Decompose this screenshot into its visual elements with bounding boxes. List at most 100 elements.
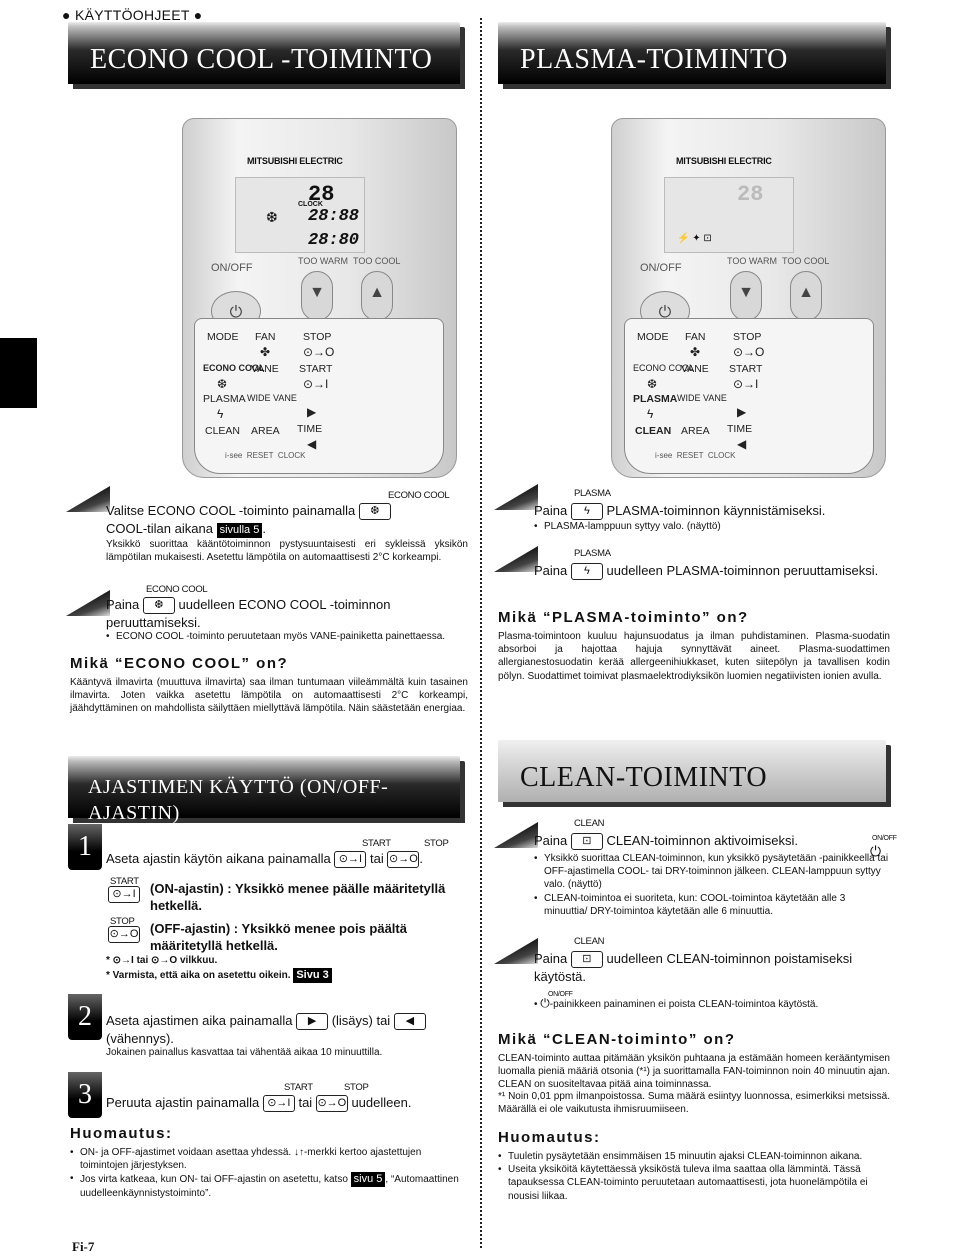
isee-label: i-see <box>655 451 673 460</box>
clean-huom-list: Tuuletin pysäytetään ensimmäisen 15 minu… <box>498 1150 890 1203</box>
fan-icon: ✤ <box>260 345 271 359</box>
reset-label: RESET <box>246 451 274 460</box>
econo-cool-key: ❆ <box>142 597 175 615</box>
clean-what-heading: Mikä “CLEAN-toiminto” on? <box>498 1031 736 1048</box>
step-number: 2 <box>68 994 102 1040</box>
remote-brand: MITSUBISHI ELECTRIC <box>676 156 772 166</box>
clean-step1-bullet: Yksikkö suorittaa CLEAN-toiminnon, kun y… <box>534 852 890 892</box>
plasma-icon: ϟ <box>647 407 654 421</box>
econo-banner: ECONO COOL -TOIMINTO <box>68 22 460 84</box>
plasma-label: PLASMA <box>633 393 678 405</box>
manual-header: ● KÄYTTÖOHJEET ● <box>62 7 203 23</box>
wide-vane-label: WIDE VANE <box>677 393 727 403</box>
remote-lcd: 28 ⚡ ✦ ⊡ <box>664 177 794 253</box>
wide-vane-label: WIDE VANE <box>247 393 297 403</box>
clean-key: ⊡ <box>570 951 603 969</box>
lcd-clock-label: CLOCK <box>298 201 323 208</box>
page-ref-badge: sivulla 5 <box>216 523 263 538</box>
plasma-what-heading: Mikä “PLASMA-toiminto” on? <box>498 609 749 626</box>
onoff-label: ON/OFF <box>640 262 682 274</box>
clean-label: CLEAN <box>635 425 672 437</box>
arrow-up-icon: ▲ <box>369 284 385 301</box>
time-down-icon: ◀ <box>737 437 747 451</box>
column-divider <box>480 18 482 1248</box>
timer-banner: AJASTIMEN KÄYTTÖ (ON/OFF-AJASTIN) <box>68 756 460 824</box>
step-marker <box>494 822 538 848</box>
temp-up-button[interactable]: ▲ <box>790 271 822 321</box>
check-text: * Varmista, että aika on asetettu oikein… <box>106 970 291 981</box>
econo-banner-title: ECONO COOL -TOIMINTO <box>90 44 433 75</box>
timer-on-icon: ⊙→I <box>303 377 329 391</box>
temp-up-button[interactable]: ▲ <box>361 271 393 321</box>
step-marker <box>66 590 110 616</box>
econo-step1-line1: Valitse ECONO COOL -toiminto painamalla <box>106 503 356 518</box>
isee-label: i-see <box>225 451 243 460</box>
time-up-icon: ▶ <box>737 405 747 419</box>
plasma-step2-text: Paina ϟ uudelleen PLASMA-toiminnon peruu… <box>534 562 894 581</box>
temp-down-button[interactable]: ▼ <box>730 271 762 321</box>
vane-label: VANE <box>681 363 709 375</box>
timer-huom-heading: Huomautus: <box>70 1125 173 1142</box>
plus-label: (lisäys) tai <box>331 1013 391 1028</box>
huom2-post: , “Automaattinen uudelleenkäynnistystoim… <box>80 1174 459 1199</box>
too-cool-label: TOO COOL <box>353 256 401 266</box>
clean-step2-body: uudelleen CLEAN-toiminnon poistamiseksi … <box>534 951 853 985</box>
timer-check-note: * Varmista, että aika on asetettu oikein… <box>106 968 332 983</box>
timer-off-key: ⊙→O <box>387 851 420 869</box>
timer-step1-pre: Aseta ajastin käytön aikana painamalla <box>106 851 331 866</box>
period: . <box>419 851 423 866</box>
plasma-key-label: PLASMA <box>574 488 611 499</box>
plasma-label: PLASMA <box>203 393 246 405</box>
paina-label: Paina <box>106 597 140 612</box>
tai-label: tai <box>370 851 384 866</box>
econo-label: ECONO COOL <box>203 363 265 373</box>
clean-key-label: CLEAN <box>574 936 605 947</box>
start-key-label: START <box>362 838 391 849</box>
econo-what-text: Kääntyvä ilmavirta (muuttuva ilmavirta) … <box>70 677 468 715</box>
isee-bar: i-see RESET CLOCK <box>655 451 735 462</box>
econo-label: ECONO COOL <box>633 363 695 373</box>
clean-banner-title: CLEAN-TOIMINTO <box>520 762 768 793</box>
stop-label: STOP <box>303 331 332 343</box>
plasma-step1-body: PLASMA-toiminnon käynnistämiseksi. <box>606 503 826 518</box>
econo-cool-key: ❆ <box>358 503 391 521</box>
plasma-key: ϟ <box>570 503 603 521</box>
onoff-label: ON/OFF <box>211 262 253 274</box>
start-label: START <box>729 363 763 375</box>
econo-step1-note: Yksikkö suorittaa kääntötoiminnon pystys… <box>106 539 468 564</box>
stop-key-label: STOP <box>424 838 449 849</box>
timer-on-icon: ⊙→I <box>733 377 759 391</box>
power-icon: ⏻ <box>658 304 672 321</box>
timer-step3-pre: Peruuta ajastin painamalla <box>106 1095 260 1110</box>
lcd-temp: 28 <box>308 182 335 207</box>
step-marker <box>494 938 538 964</box>
arrow-down-icon: ▼ <box>309 284 325 301</box>
timer-off-icon: ⊙→O <box>303 345 335 359</box>
temp-down-button[interactable]: ▼ <box>301 271 333 321</box>
econo-step2-body: uudelleen ECONO COOL -toiminnon peruutta… <box>106 597 391 631</box>
econo-key-label: ECONO COOL <box>146 584 208 595</box>
econo-step2-text: Paina ❆ uudelleen ECONO COOL -toiminnon … <box>106 596 466 631</box>
on-timer-row: (ON-ajastin) : Yksikkö menee päälle määr… <box>150 880 460 914</box>
timer-on-key: ⊙→I <box>262 1095 295 1113</box>
remote-lcd: 28 CLOCK 28:88 28:80 ❆ <box>235 177 365 253</box>
time-down-icon: ◀ <box>307 437 317 451</box>
remote-brand: MITSUBISHI ELECTRIC <box>247 156 343 166</box>
econo-what-heading: Mikä “ECONO COOL” on? <box>70 655 289 672</box>
arrow-up-icon: ▲ <box>798 284 814 301</box>
clean-what-note: *¹ Noin 0,01 ppm ilmanpoistossa. Suma mä… <box>498 1091 890 1116</box>
plasma-what-text: Plasma-toimintoon kuuluu hajunsuodatus j… <box>498 631 890 682</box>
page-number: Fi-7 <box>72 1239 95 1254</box>
off-timer-row: (OFF-ajastin) : Yksikkö menee pois päält… <box>150 920 460 954</box>
step-marker <box>494 484 538 510</box>
timer-huom-item: ON- ja OFF-ajastimet voidaan asettaa yhd… <box>70 1146 468 1172</box>
timer-step2-text: Aseta ajastimen aika painamalla ▶ (lisäy… <box>106 1012 468 1047</box>
off-timer-label: (OFF-ajastin) : <box>150 921 239 936</box>
timer-huom-list: ON- ja OFF-ajastimet voidaan asettaa yhd… <box>70 1146 468 1200</box>
clock-label: CLOCK <box>277 451 306 460</box>
clean-huom-item: Useita yksiköitä käytettäessä yksiköstä … <box>498 1163 890 1203</box>
plasma-key: ϟ <box>570 563 603 581</box>
plasma-banner: PLASMA-TOIMINTO <box>498 22 886 84</box>
plasma-step1-bullet: PLASMA-lamppuun syttyy valo. (näyttö) <box>534 520 721 533</box>
step-marker <box>494 546 538 572</box>
